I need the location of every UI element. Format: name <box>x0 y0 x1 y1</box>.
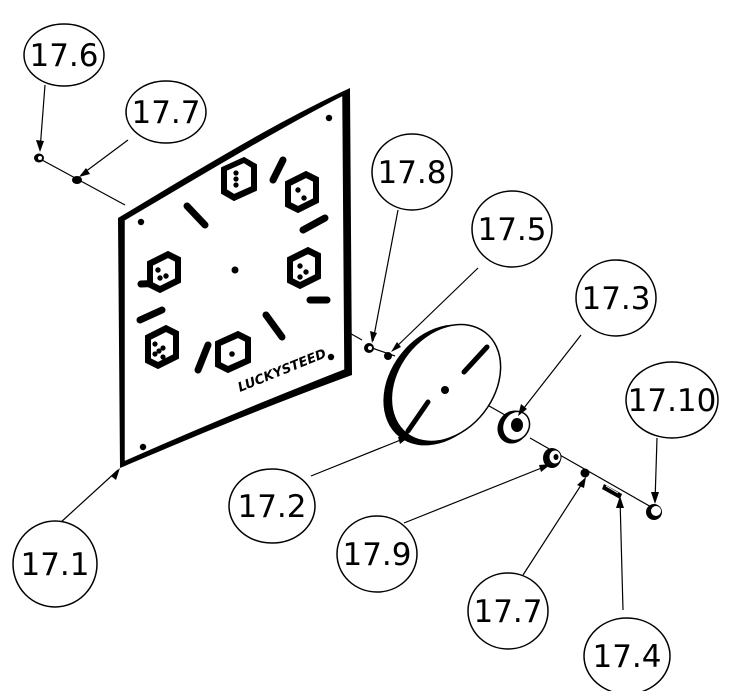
part-17-10-cap-nut <box>646 504 662 520</box>
dice-graphic-left <box>147 250 181 294</box>
part-17-8-washer <box>364 343 374 353</box>
leader-arrowheads <box>36 140 659 508</box>
part-17-7-washer-bottom <box>580 468 590 478</box>
dice-graphic-bottom-left <box>145 324 179 370</box>
callout-label: 17.7 <box>473 594 542 630</box>
callout-17-3: 17.3 <box>575 259 657 337</box>
leader-lines <box>39 84 658 611</box>
callout-label: 17.7 <box>131 95 200 131</box>
dice-graphic-top-right <box>285 170 319 214</box>
dice-graphic-bottom <box>215 330 251 374</box>
part-17-5-spacer <box>384 352 392 360</box>
callout-17-6: 17.6 <box>23 23 105 87</box>
callout-label: 17.9 <box>342 537 411 573</box>
callout-label: 17.6 <box>29 38 98 74</box>
callout-17-2: 17.2 <box>228 468 316 544</box>
callout-label: 17.4 <box>592 639 661 675</box>
callout-label: 17.8 <box>377 155 446 191</box>
part-17-4-bolt <box>602 484 622 499</box>
callout-17-9: 17.9 <box>336 515 418 593</box>
callout-label: 17.2 <box>237 489 306 525</box>
callout-17-8: 17.8 <box>371 133 453 211</box>
callout-17-5: 17.5 <box>471 190 553 268</box>
callout-label: 17.10 <box>628 383 717 419</box>
dice-graphic-top <box>221 156 257 202</box>
callout-label: 17.5 <box>477 212 546 248</box>
dice-graphic-right <box>287 246 321 290</box>
callout-label: 17.3 <box>581 281 650 317</box>
callout-17-10: 17.10 <box>625 361 719 439</box>
back-board-plate: LUCKYSTEED <box>118 88 352 468</box>
part-17-2-spinner-disc <box>383 323 502 446</box>
callout-17-7-bottom: 17.7 <box>467 572 549 650</box>
callout-17-1: 17.1 <box>12 520 98 608</box>
callout-17-7-top: 17.7 <box>125 80 207 144</box>
callout-label: 17.1 <box>20 547 89 583</box>
part-17-6-nut <box>34 153 44 163</box>
callout-17-4: 17.4 <box>583 617 671 691</box>
part-17-7-washer-top <box>72 176 82 184</box>
part-17-3-bushing <box>497 410 531 444</box>
part-17-9-nut <box>543 448 562 468</box>
